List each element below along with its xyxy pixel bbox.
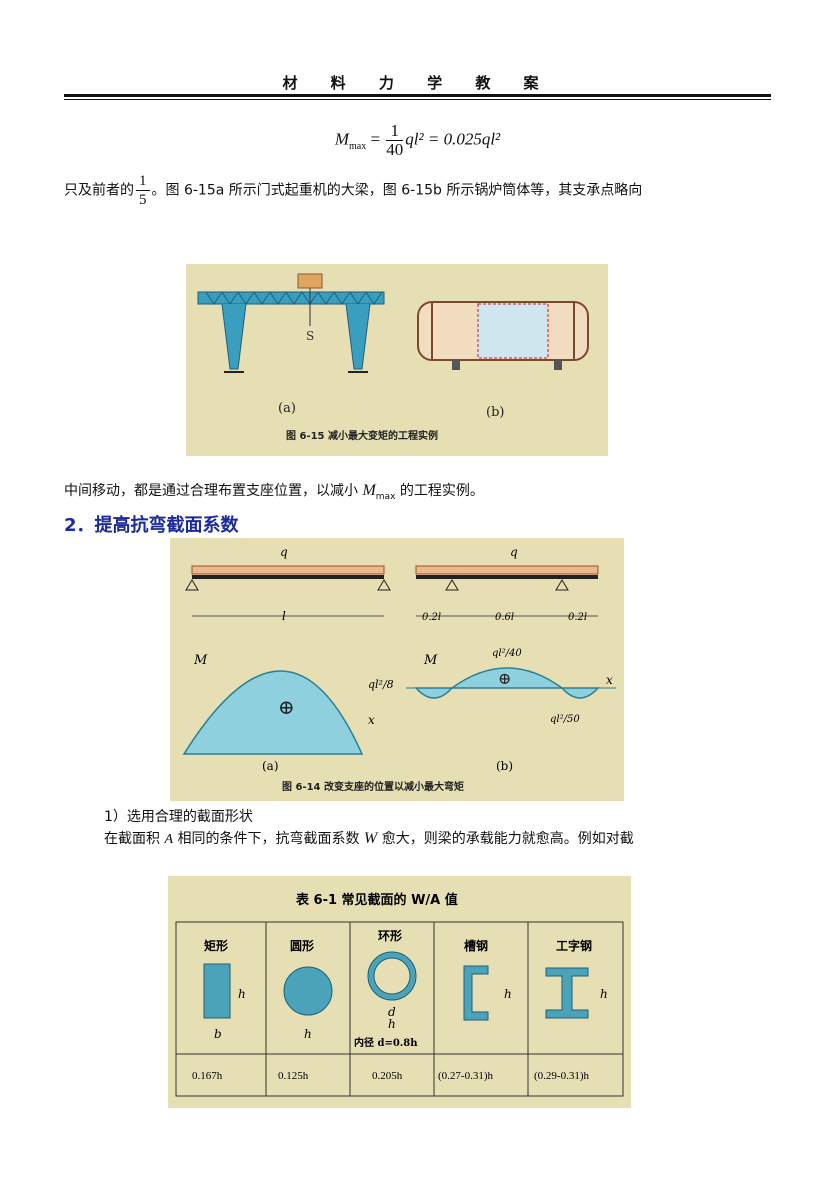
figure-6-15: S (a) (b) 图 6-15 减小最大变矩的工程实例	[186, 264, 608, 456]
ibeam-section-shape	[545, 967, 589, 1019]
header-rule	[64, 94, 771, 97]
page-header: 材 料 力 学 教 案	[282, 74, 553, 92]
eq-lhs-sub: max	[348, 140, 367, 152]
value-rect: 0.167h	[192, 1070, 223, 1082]
axis-m-a: M	[193, 653, 208, 668]
moment-diagram-b	[414, 667, 600, 699]
rect-dim-b: b	[214, 1027, 222, 1041]
rect-dim-h: h	[238, 987, 246, 1001]
min-moment-b: ql²/50	[550, 714, 580, 725]
paragraph-2: 中间移动，都是通过合理布置支座位置，以减小 Mmax 的工程实例。	[64, 480, 784, 508]
fig615-caption: 图 6-15 减小最大变矩的工程实例	[286, 429, 438, 442]
p2-sub: max	[375, 491, 396, 502]
figure-6-14: q l q 0.2l 0.6l 0.2l M ⊕ ql²/8 x M ⊕ ql²…	[170, 538, 624, 801]
moment-diagram-a	[182, 670, 364, 755]
p2-symbol: M	[362, 482, 376, 499]
fig614-load-a: q	[280, 545, 288, 559]
figure-6-15-drawing: S (a) (b) 图 6-15 减小最大变矩的工程实例	[197, 273, 589, 442]
subheading-1: 1）选用合理的截面形状	[104, 809, 253, 825]
section-title: 2．提高抗弯截面系数	[64, 515, 239, 536]
uniform-load-a	[191, 565, 385, 579]
axis-x-a: x	[368, 713, 375, 727]
p3-area: A	[164, 832, 174, 847]
p3-w: W	[363, 830, 378, 847]
channel-section-shape	[463, 965, 489, 1021]
roller-support-b	[555, 579, 569, 591]
paragraph-3: 在截面积 A 相同的条件下，抗弯截面系数 W 愈大，则梁的承载能力就愈高。例如对…	[104, 828, 794, 851]
value-ibeam: (0.29-0.31)h	[534, 1070, 589, 1082]
boiler-drawing	[417, 301, 589, 370]
dim-02l-left: 0.2l	[422, 612, 441, 623]
ring-note: 内径 d=0.8h	[354, 1036, 418, 1049]
max-moment-a: ql²/8	[368, 678, 394, 691]
axis-x-b: x	[606, 673, 613, 687]
p1-frac-num: 1	[136, 172, 150, 191]
fig614-caption: 图 6-14 改变支座的位置以减小最大弯矩	[282, 780, 464, 793]
p3-after: 愈大，则梁的承载能力就愈高。例如对截	[377, 831, 634, 847]
circle-dim-h: h	[304, 1027, 312, 1041]
eq-lhs: M	[334, 129, 349, 149]
plus-sign-a: ⊕	[278, 695, 295, 719]
table-6-1-figure: 表 6-1 常见截面的 W/A 值 矩形 圆形 环形 槽钢 工字钢 h b h …	[168, 876, 631, 1108]
fig615-label-a: (a)	[278, 401, 296, 416]
eq-frac-num: 1	[386, 122, 404, 141]
p3-mid: 相同的条件下，抗弯截面系数	[173, 831, 364, 847]
eq-rhs: ql² = 0.025ql²	[405, 129, 501, 149]
value-circle: 0.125h	[278, 1070, 309, 1082]
max-moment-b: ql²/40	[492, 648, 522, 659]
value-channel: (0.27-0.31)h	[438, 1070, 493, 1082]
axis-m-b: M	[423, 653, 438, 668]
p1-after: 。图 6-15a 所示门式起重机的大梁，图 6-15b 所示锅炉筒体等，其支承点…	[151, 182, 643, 199]
roller-support-a	[377, 579, 391, 591]
value-ring: 0.205h	[372, 1070, 403, 1082]
col-header-ibeam: 工字钢	[556, 938, 592, 953]
rect-section-shape	[203, 963, 231, 1019]
pin-support-a	[185, 579, 199, 591]
ibeam-dim-h: h	[600, 987, 608, 1001]
plus-sign-b: ⊕	[498, 669, 511, 688]
svg-text:S: S	[306, 329, 314, 343]
header-rule-thin	[64, 99, 771, 100]
ring-dim-d: d	[388, 1005, 396, 1019]
p1-frac-den: 5	[139, 192, 147, 208]
col-header-circle: 圆形	[290, 939, 314, 953]
ring-dim-h: h	[388, 1017, 396, 1031]
col-header-channel: 槽钢	[464, 938, 488, 953]
p3-before: 在截面积	[104, 831, 165, 847]
dim-02l-right: 0.2l	[568, 612, 587, 623]
p2-before: 中间移动，都是通过合理布置支座位置，以减小	[64, 483, 363, 499]
table-title: 表 6-1 常见截面的 W/A 值	[295, 892, 458, 908]
gantry-crane-drawing: S	[197, 273, 385, 373]
p2-after: 的工程实例。	[395, 483, 484, 499]
circle-section-shape	[283, 966, 333, 1016]
equation-mmax: Mmax = 1 40 ql² = 0.025ql²	[334, 121, 501, 159]
eq-frac-den: 40	[386, 140, 404, 159]
pin-support-b	[445, 579, 459, 591]
table-6-1-drawing: 表 6-1 常见截面的 W/A 值 矩形 圆形 环形 槽钢 工字钢 h b h …	[175, 892, 624, 1097]
col-header-rect: 矩形	[203, 938, 228, 953]
dim-06l: 0.6l	[495, 612, 514, 623]
fig615-label-b: (b)	[486, 405, 504, 420]
channel-dim-h: h	[504, 987, 512, 1001]
fig614-label-a: (a)	[262, 759, 279, 773]
fig614-load-b: q	[510, 545, 518, 559]
uniform-load-b	[415, 565, 599, 579]
figure-6-14-drawing: q l q 0.2l 0.6l 0.2l M ⊕ ql²/8 x M ⊕ ql²…	[182, 545, 616, 793]
eq-fraction: 1 40	[386, 122, 404, 159]
p1-before: 只及前者的	[64, 182, 134, 199]
fig614-label-b: (b)	[496, 759, 513, 773]
col-header-ring: 环形	[378, 929, 402, 943]
span-label-l: l	[282, 609, 286, 623]
